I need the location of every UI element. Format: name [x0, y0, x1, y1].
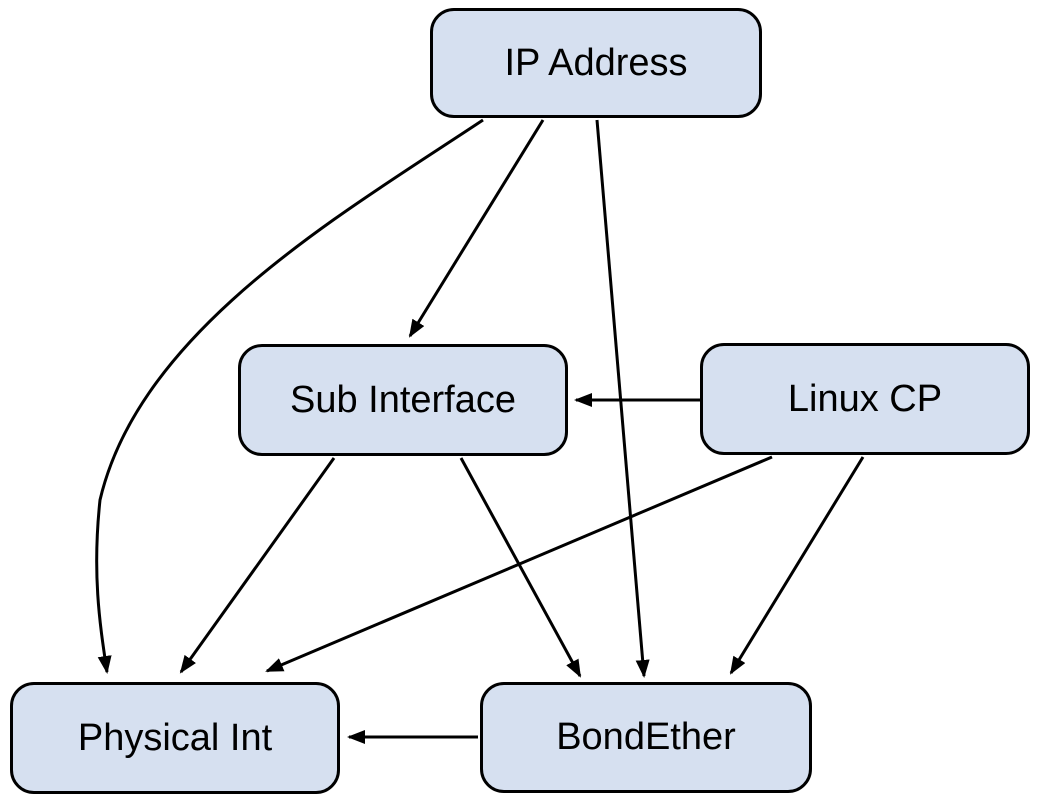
node-sub-interface: Sub Interface [238, 344, 568, 456]
node-ip-address: IP Address [430, 8, 762, 118]
edge-ip-address-to-sub-interface [408, 119, 545, 338]
node-bond-ether-label: BondEther [556, 716, 736, 758]
node-linux-cp: Linux CP [700, 343, 1030, 455]
node-ip-address-label: IP Address [504, 41, 688, 84]
node-bond-ether: BondEther [480, 682, 812, 793]
edge-linux-cp-to-physical-int [265, 455, 773, 673]
node-linux-cp-label: Linux CP [787, 377, 943, 420]
node-physical-int: Physical Int [10, 682, 340, 794]
edge-ip-address-to-bond-ether [595, 119, 650, 678]
node-physical-int-label: Physical Int [77, 716, 273, 759]
edge-linux-cp-to-bond-ether [729, 456, 865, 675]
node-sub-interface-label: Sub Interface [289, 378, 517, 421]
edge-sub-interface-to-bond-ether [459, 457, 582, 678]
edge-sub-interface-to-physical-int [179, 457, 336, 674]
